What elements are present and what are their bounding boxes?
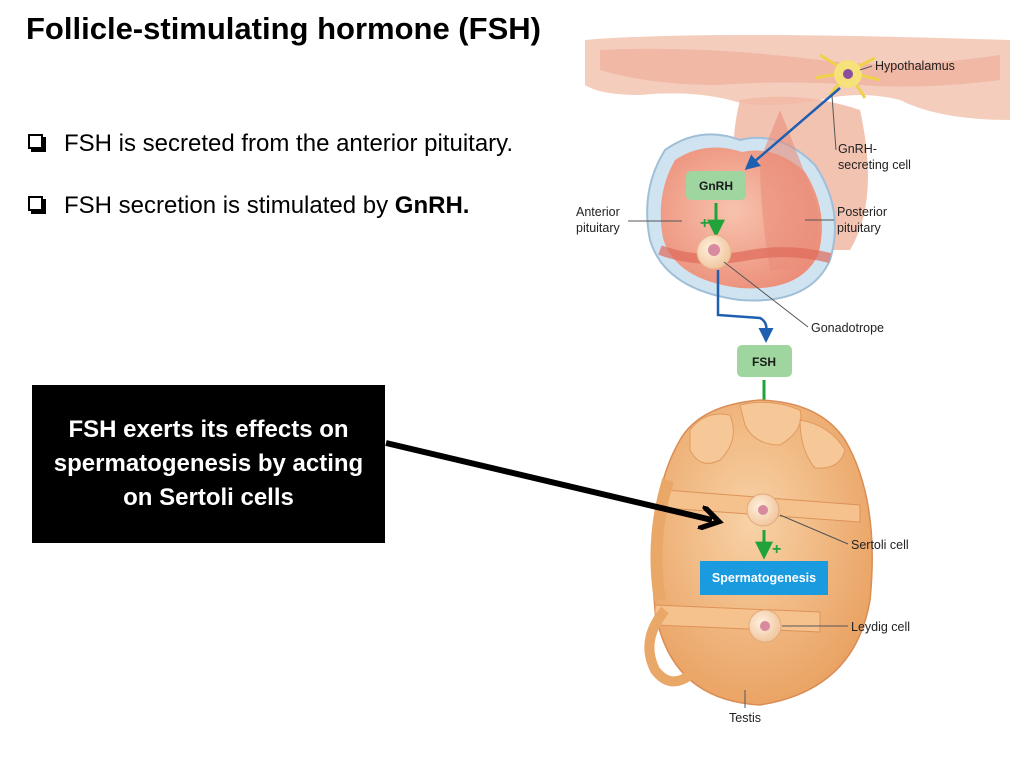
neural-signal-arrow [744, 87, 841, 170]
gnrh-tag: GnRH [699, 179, 733, 193]
bullet-text: FSH secretion is stimulated by [64, 192, 395, 219]
callout-text: FSH exerts its effects on spermatogenesi… [53, 416, 364, 511]
fsh-tag-box [737, 345, 792, 377]
checkbox-bullet-icon [28, 196, 43, 211]
checkbox-bullet-icon [28, 134, 43, 149]
label-posterior-line2: pituitary [837, 221, 882, 235]
label-anterior-line2: pituitary [576, 221, 621, 235]
spermatogenesis-box [700, 561, 828, 595]
slide-title: Follicle-stimulating hormone (FSH) [26, 11, 541, 46]
label-hypothalamus: Hypothalamus [875, 59, 955, 73]
label-gnrh-cell-line1: GnRH- [838, 142, 877, 156]
plus-sign: + [772, 541, 781, 558]
label-posterior-line1: Posterior [837, 205, 887, 219]
bullet-item: FSH secretion is stimulated by GnRH. [26, 190, 566, 222]
bullet-text: FSH is secreted from the anterior pituit… [64, 130, 514, 157]
bullet-item: FSH is secreted from the anterior pituit… [26, 128, 566, 160]
bullet-bold-text: GnRH. [394, 192, 470, 219]
label-testis: Testis [729, 711, 761, 725]
label-sertoli-cell: Sertoli cell [851, 538, 909, 552]
leydig-cell [748, 609, 782, 643]
bullet-list: FSH is secreted from the anterior pituit… [26, 128, 566, 252]
gonadotrope-cell [696, 234, 732, 270]
sertoli-cell [746, 493, 780, 527]
gnrh-neuron [814, 53, 881, 99]
testis-organ [644, 399, 873, 706]
sertoli-callout-box: FSH exerts its effects on spermatogenesi… [32, 385, 385, 543]
label-gonadotrope: Gonadotrope [811, 321, 884, 335]
label-leydig-cell: Leydig cell [851, 620, 910, 634]
plus-sign: + [700, 215, 709, 232]
label-leader-lines [628, 65, 873, 708]
callout-pointer-arrow [385, 440, 712, 520]
spermatogenesis-tag: Spermatogenesis [712, 571, 816, 585]
label-gnrh-cell-line2: secreting cell [838, 158, 911, 172]
gnrh-tag-box [686, 171, 746, 200]
portal-vessel-arrow [716, 270, 774, 343]
fsh-tag: FSH [752, 355, 776, 369]
label-anterior-line1: Anterior [576, 205, 620, 219]
